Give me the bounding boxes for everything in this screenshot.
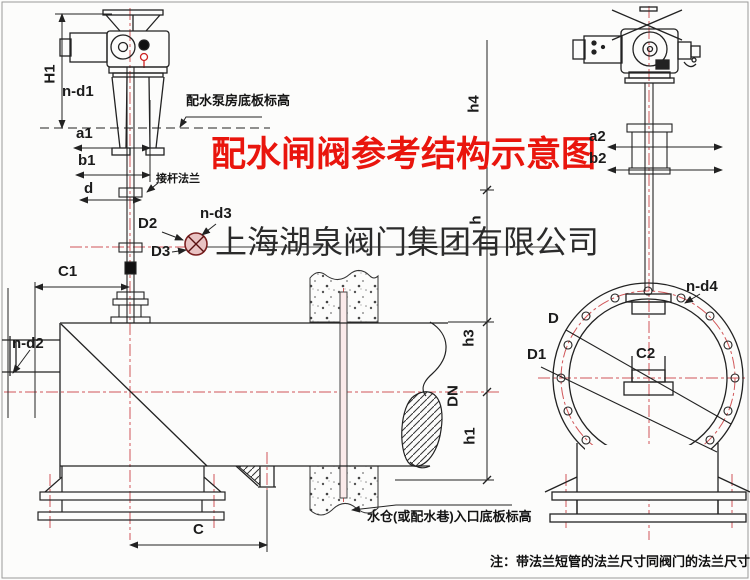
dim-label-C: C — [193, 521, 204, 538]
front-view-base — [37, 466, 226, 521]
dim-label-h4: h4 — [465, 95, 483, 113]
front-view-actuator — [59, 9, 170, 156]
dim-label-a2: a2 — [589, 128, 606, 145]
bypass-valve-symbol — [184, 232, 560, 256]
side-view-actuator — [572, 6, 701, 84]
dim-label-b1: b1 — [78, 152, 96, 169]
side-view-flange-face — [540, 282, 750, 523]
bolt-holes — [556, 286, 740, 445]
pipe-break — [401, 321, 447, 469]
dim-label-b2: b2 — [589, 150, 607, 167]
diagram-title: 配水闸阀参考结构示意图 — [211, 135, 597, 174]
dim-label-h1: h1 — [461, 427, 479, 445]
callout-sump-floor: 水仓(或配水巷)入口底板标高 — [367, 509, 532, 524]
dim-label-H1: H1 — [41, 64, 59, 84]
concrete-wall — [309, 270, 379, 516]
dim-label-C1: C1 — [58, 263, 78, 280]
dim-label-D: D — [548, 310, 559, 327]
dim-label-DN: DN — [444, 385, 462, 407]
dim-label-D3: D3 — [151, 243, 171, 260]
dim-label-a1: a1 — [76, 125, 93, 142]
dim-label-C2: C2 — [636, 345, 656, 362]
dimension-lines — [7, 13, 723, 552]
dim-label-h: h — [467, 215, 485, 225]
company-watermark: 上海湖泉阀门集团有限公司 — [215, 223, 600, 261]
callout-pump-floor: 配水泵房底板标高 — [186, 93, 291, 108]
front-view-body — [2, 322, 448, 488]
callout-stem-flange: 接杆法兰 — [156, 173, 200, 185]
dim-label-D2: D2 — [138, 215, 158, 232]
footnote: 注：带法兰短管的法兰尺寸同阀门的法兰尺寸 — [490, 554, 750, 569]
dim-label-n-d2: n-d2 — [12, 335, 44, 352]
dim-label-n-d1: n-d1 — [62, 83, 94, 100]
dim-label-h3: h3 — [460, 329, 478, 347]
dim-label-d: d — [84, 180, 94, 197]
dim-label-D1: D1 — [527, 346, 547, 363]
dim-label-n-d4: n-d4 — [686, 278, 718, 295]
dim-label-n-d3: n-d3 — [200, 205, 232, 222]
